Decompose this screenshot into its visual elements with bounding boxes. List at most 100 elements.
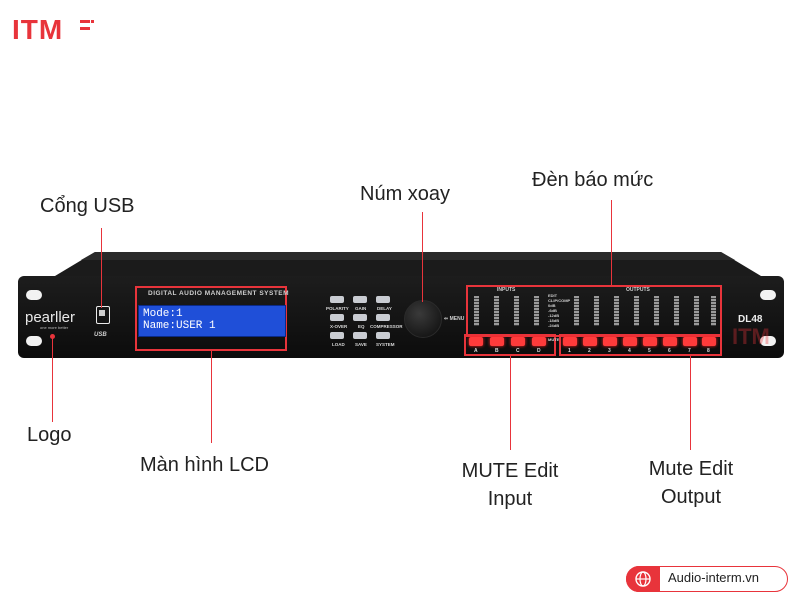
input-meter-d: [534, 296, 539, 326]
mute-output-5-button[interactable]: [643, 337, 657, 346]
meter-label: Đèn báo mức: [532, 169, 654, 191]
delay-label: DELAY: [377, 306, 392, 311]
compressor-button[interactable]: [376, 314, 390, 321]
mute-input-label: MUTE Edit Input: [454, 457, 566, 513]
device-logo: pearller: [25, 309, 76, 326]
output-meter-1: [574, 296, 579, 326]
lcd-line-1: Mode:1: [143, 308, 183, 320]
mute-edit-label: MUTE: [548, 337, 560, 342]
mute-output-2-button[interactable]: [583, 337, 597, 346]
output-meter-7: [694, 296, 699, 326]
save-label: SAVE: [355, 342, 367, 347]
usb-callout-line: [101, 228, 102, 308]
usb-icon: [99, 310, 105, 316]
input-b-label: B: [495, 348, 499, 354]
input-mute-callout-line: [510, 356, 511, 450]
usb-port[interactable]: [96, 306, 110, 324]
mute-input-a-button[interactable]: [469, 337, 483, 346]
output-meter-3: [614, 296, 619, 326]
mute-output-label: Mute Edit Output: [636, 455, 746, 511]
input-mute-highlight: [464, 334, 556, 356]
input-d-label: D: [537, 348, 541, 354]
output-meter-4: [634, 296, 639, 326]
lcd-screen: Mode:1 Name:USER 1: [138, 305, 286, 337]
brand-logo: ITM: [12, 14, 64, 45]
save-button[interactable]: [353, 332, 367, 339]
rotary-knob[interactable]: [404, 300, 442, 338]
input-meter-c: [514, 296, 519, 326]
lcd-highlight: [135, 286, 287, 351]
x-over-label: X-OVER: [330, 324, 348, 329]
brand-mark-icon: [80, 20, 94, 30]
delay-button[interactable]: [376, 296, 390, 303]
polarity-label: POLARITY: [326, 306, 349, 311]
mute-input-c-button[interactable]: [511, 337, 525, 346]
mute-input-d-button[interactable]: [532, 337, 546, 346]
x-over-button[interactable]: [330, 314, 344, 321]
mute-output-4-button[interactable]: [623, 337, 637, 346]
output-mute-highlight: [559, 334, 722, 356]
output-4-label: 4: [628, 348, 631, 354]
output-3-label: 3: [608, 348, 611, 354]
mute-input-label-line2: Input: [487, 488, 533, 510]
mute-output-3-button[interactable]: [603, 337, 617, 346]
scale-12: -12dB: [548, 313, 560, 318]
output-8-label: 8: [707, 348, 710, 354]
output-2-label: 2: [588, 348, 591, 354]
mute-output-6-button[interactable]: [663, 337, 677, 346]
device-top-panel: [55, 252, 761, 276]
lcd-callout-line: [211, 351, 212, 443]
level-meters-highlight: [466, 285, 722, 337]
output-meter-8: [711, 296, 716, 326]
website-url[interactable]: Audio-interm.vn: [668, 570, 760, 585]
device-logo-tagline: one more better: [40, 325, 69, 330]
polarity-button[interactable]: [330, 296, 344, 303]
rack-ear-hole: [760, 336, 776, 346]
input-meter-a: [474, 296, 479, 326]
eq-label: EQ: [358, 324, 365, 329]
load-label: LOAD: [332, 342, 345, 347]
input-c-label: C: [516, 348, 520, 354]
rack-ear-hole: [26, 290, 42, 300]
knob-callout-line: [422, 212, 423, 302]
model-number: DL48: [738, 314, 763, 325]
mute-output-label-line2: Output: [660, 486, 722, 508]
inputs-label: INPUTS: [497, 287, 516, 293]
load-button[interactable]: [330, 332, 344, 339]
lcd-title: DIGITAL AUDIO MANAGEMENT SYSTEM: [148, 290, 290, 297]
scale-6: -6dB: [548, 308, 557, 313]
gain-label: GAIN: [355, 306, 367, 311]
output-1-label: 1: [568, 348, 571, 354]
output-meter-5: [654, 296, 659, 326]
lcd-label: Màn hình LCD: [140, 454, 269, 476]
logo-callout-dot: [50, 334, 55, 339]
output-7-label: 7: [688, 348, 691, 354]
input-meter-b: [494, 296, 499, 326]
compressor-label: COMPRESSOR: [370, 324, 403, 329]
lcd-line-2: Name:USER 1: [143, 320, 216, 332]
output-5-label: 5: [648, 348, 651, 354]
mute-input-b-button[interactable]: [490, 337, 504, 346]
meter-scale: EDIT CLIP/COMP 0dB -6dB -12dB -18dB -24d…: [548, 293, 570, 328]
system-button[interactable]: [376, 332, 390, 339]
scale-24: -24dB: [548, 323, 560, 328]
menu-label: ⇐ MENU: [444, 316, 465, 322]
mute-input-label-line1: MUTE Edit: [461, 460, 559, 482]
clip-label: CLIP/COMP: [548, 298, 571, 303]
output-6-label: 6: [668, 348, 671, 354]
watermark: ITM: [732, 324, 770, 349]
output-meter-6: [674, 296, 679, 326]
rack-ear-hole: [760, 290, 776, 300]
meter-callout-line: [611, 200, 612, 285]
mute-output-8-button[interactable]: [702, 337, 716, 346]
gain-button[interactable]: [353, 296, 367, 303]
mute-output-1-button[interactable]: [563, 337, 577, 346]
mute-output-7-button[interactable]: [683, 337, 697, 346]
logo-label: Logo: [27, 424, 72, 446]
scale-18: -18dB: [548, 318, 560, 323]
scale-0: 0dB: [548, 303, 556, 308]
usb-caption: USB: [94, 332, 107, 338]
eq-button[interactable]: [353, 314, 367, 321]
edit-label: EDIT: [548, 293, 558, 298]
output-meter-2: [594, 296, 599, 326]
